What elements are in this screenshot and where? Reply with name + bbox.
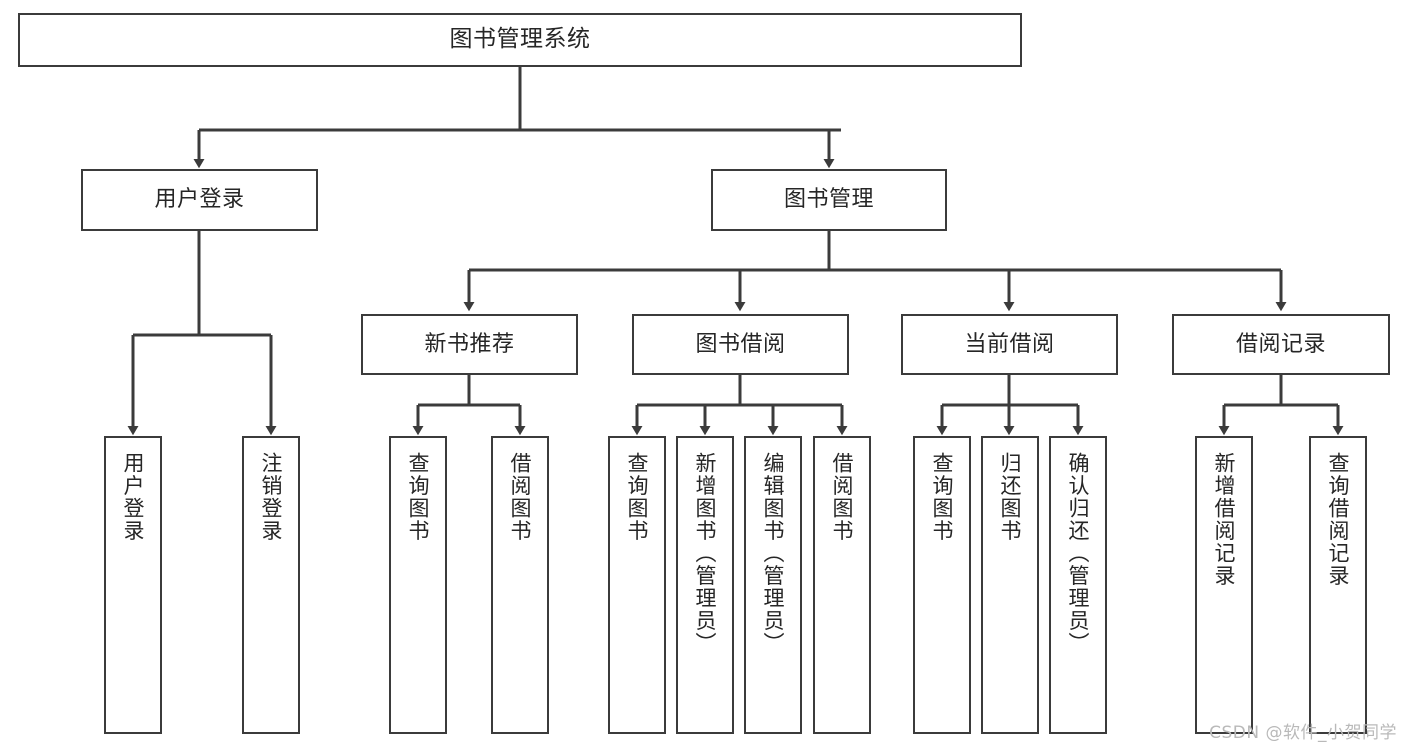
node-label: 注销登录: [259, 452, 284, 542]
node-label: 查询图书: [406, 452, 431, 542]
leaf-query-borrow-record[interactable]: 查询借阅记录: [1309, 436, 1367, 734]
node-book-management[interactable]: 图书管理: [711, 169, 947, 231]
node-label: 编辑图书（管理员）: [761, 452, 786, 655]
leaf-user-login[interactable]: 用户登录: [104, 436, 162, 734]
node-new-book-recommend[interactable]: 新书推荐: [361, 314, 578, 375]
leaf-query-book-current[interactable]: 查询图书: [913, 436, 971, 734]
node-current-borrow[interactable]: 当前借阅: [901, 314, 1118, 375]
node-label: 用户登录: [121, 452, 146, 542]
node-label: 借阅记录: [1235, 331, 1326, 357]
leaf-return-book[interactable]: 归还图书: [981, 436, 1039, 734]
leaf-borrow-book[interactable]: 借阅图书: [813, 436, 871, 734]
leaf-confirm-return-admin[interactable]: 确认归还（管理员）: [1049, 436, 1107, 734]
node-label: 图书管理: [783, 187, 874, 213]
leaf-borrow-book-new[interactable]: 借阅图书: [491, 436, 549, 734]
node-label: 图书借阅: [695, 331, 786, 357]
node-label: 查询借阅记录: [1326, 452, 1351, 587]
leaf-user-logout[interactable]: 注销登录: [242, 436, 300, 734]
node-label: 查询图书: [930, 452, 955, 542]
node-root-system[interactable]: 图书管理系统: [18, 13, 1022, 67]
node-user-login[interactable]: 用户登录: [81, 169, 318, 231]
node-label: 新增借阅记录: [1212, 452, 1237, 587]
leaf-add-book-admin[interactable]: 新增图书（管理员）: [676, 436, 734, 734]
node-label: 查询图书: [625, 452, 650, 542]
node-label: 图书管理系统: [449, 26, 591, 53]
node-label: 当前借阅: [964, 331, 1055, 357]
node-label: 新增图书（管理员）: [693, 452, 718, 655]
node-label: 借阅图书: [508, 452, 533, 542]
node-book-borrow[interactable]: 图书借阅: [632, 314, 849, 375]
leaf-query-book-new[interactable]: 查询图书: [389, 436, 447, 734]
node-borrow-record[interactable]: 借阅记录: [1172, 314, 1390, 375]
node-label: 借阅图书: [830, 452, 855, 542]
node-label: 新书推荐: [424, 331, 515, 357]
node-label: 归还图书: [998, 452, 1023, 542]
leaf-query-book[interactable]: 查询图书: [608, 436, 666, 734]
node-label: 用户登录: [154, 187, 245, 213]
leaf-edit-book-admin[interactable]: 编辑图书（管理员）: [744, 436, 802, 734]
leaf-add-borrow-record[interactable]: 新增借阅记录: [1195, 436, 1253, 734]
node-label: 确认归还（管理员）: [1066, 452, 1091, 655]
